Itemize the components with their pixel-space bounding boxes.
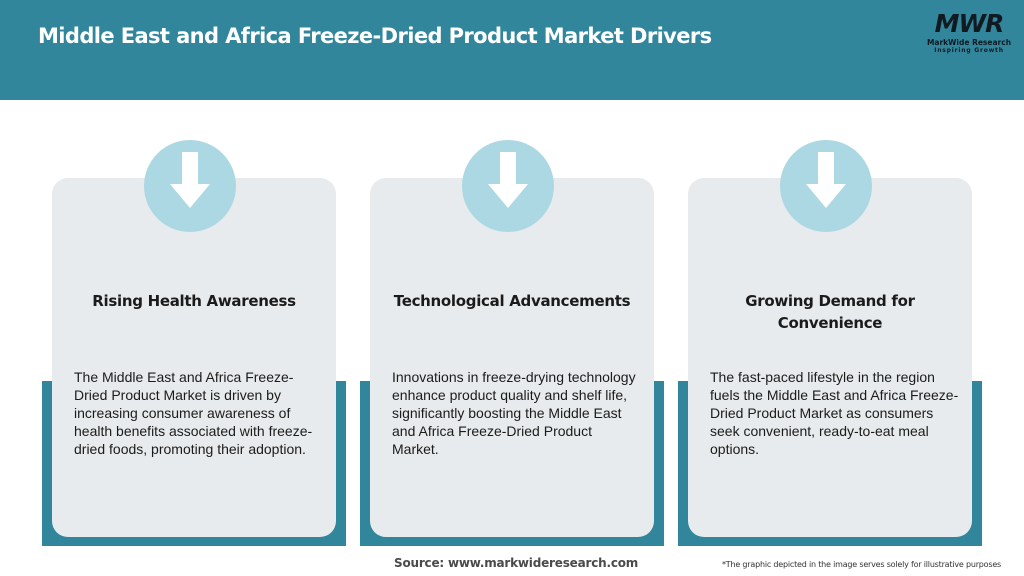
card-title: Technological Advancements — [393, 292, 631, 310]
driver-card-health-awareness: Rising Health Awareness The Middle East … — [42, 140, 346, 550]
card-title: Growing Demand for Convenience — [745, 292, 915, 332]
driver-card-technological-advancements: Technological Advancements Innovations i… — [360, 140, 664, 550]
source-credit: Source: www.markwideresearch.com — [394, 556, 639, 570]
card-description: The fast-paced lifestyle in the region f… — [710, 369, 959, 457]
card-panel: Technological Advancements Innovations i… — [370, 178, 654, 537]
logo-tagline: Inspiring Growth — [934, 47, 1004, 54]
logo-mark: MWR — [934, 9, 1005, 38]
card-title: Rising Health Awareness — [92, 292, 296, 310]
card-panel: Growing Demand for Convenience The fast-… — [688, 178, 972, 537]
arrow-down-icon — [144, 140, 236, 232]
driver-card-convenience-demand: Growing Demand for Convenience The fast-… — [678, 140, 982, 550]
card-description: Innovations in freeze-drying technology … — [392, 369, 636, 457]
card-description: The Middle East and Africa Freeze-Dried … — [74, 369, 313, 457]
page-title: Middle East and Africa Freeze-Dried Prod… — [38, 24, 712, 48]
markwide-logo: MWR MarkWide Research Inspiring Growth — [924, 10, 1014, 60]
arrow-down-icon — [780, 140, 872, 232]
arrow-down-icon — [462, 140, 554, 232]
disclaimer-note: *The graphic depicted in the image serve… — [722, 560, 1002, 569]
header-banner: Middle East and Africa Freeze-Dried Prod… — [0, 0, 1024, 100]
card-panel: Rising Health Awareness The Middle East … — [52, 178, 336, 537]
logo-name: MarkWide Research — [926, 38, 1012, 47]
